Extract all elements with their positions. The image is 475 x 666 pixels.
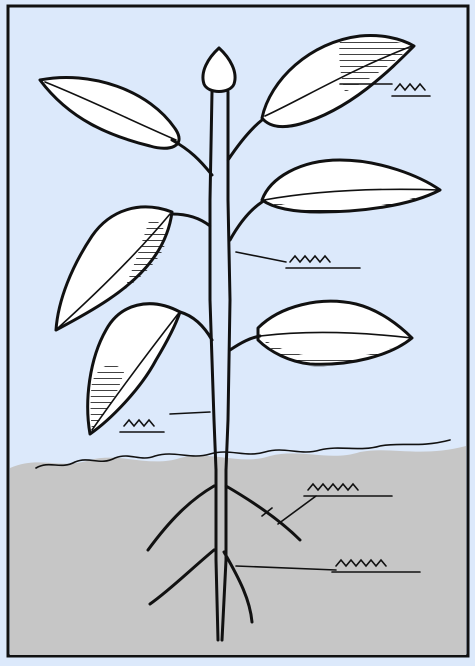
soil-region	[10, 446, 466, 655]
